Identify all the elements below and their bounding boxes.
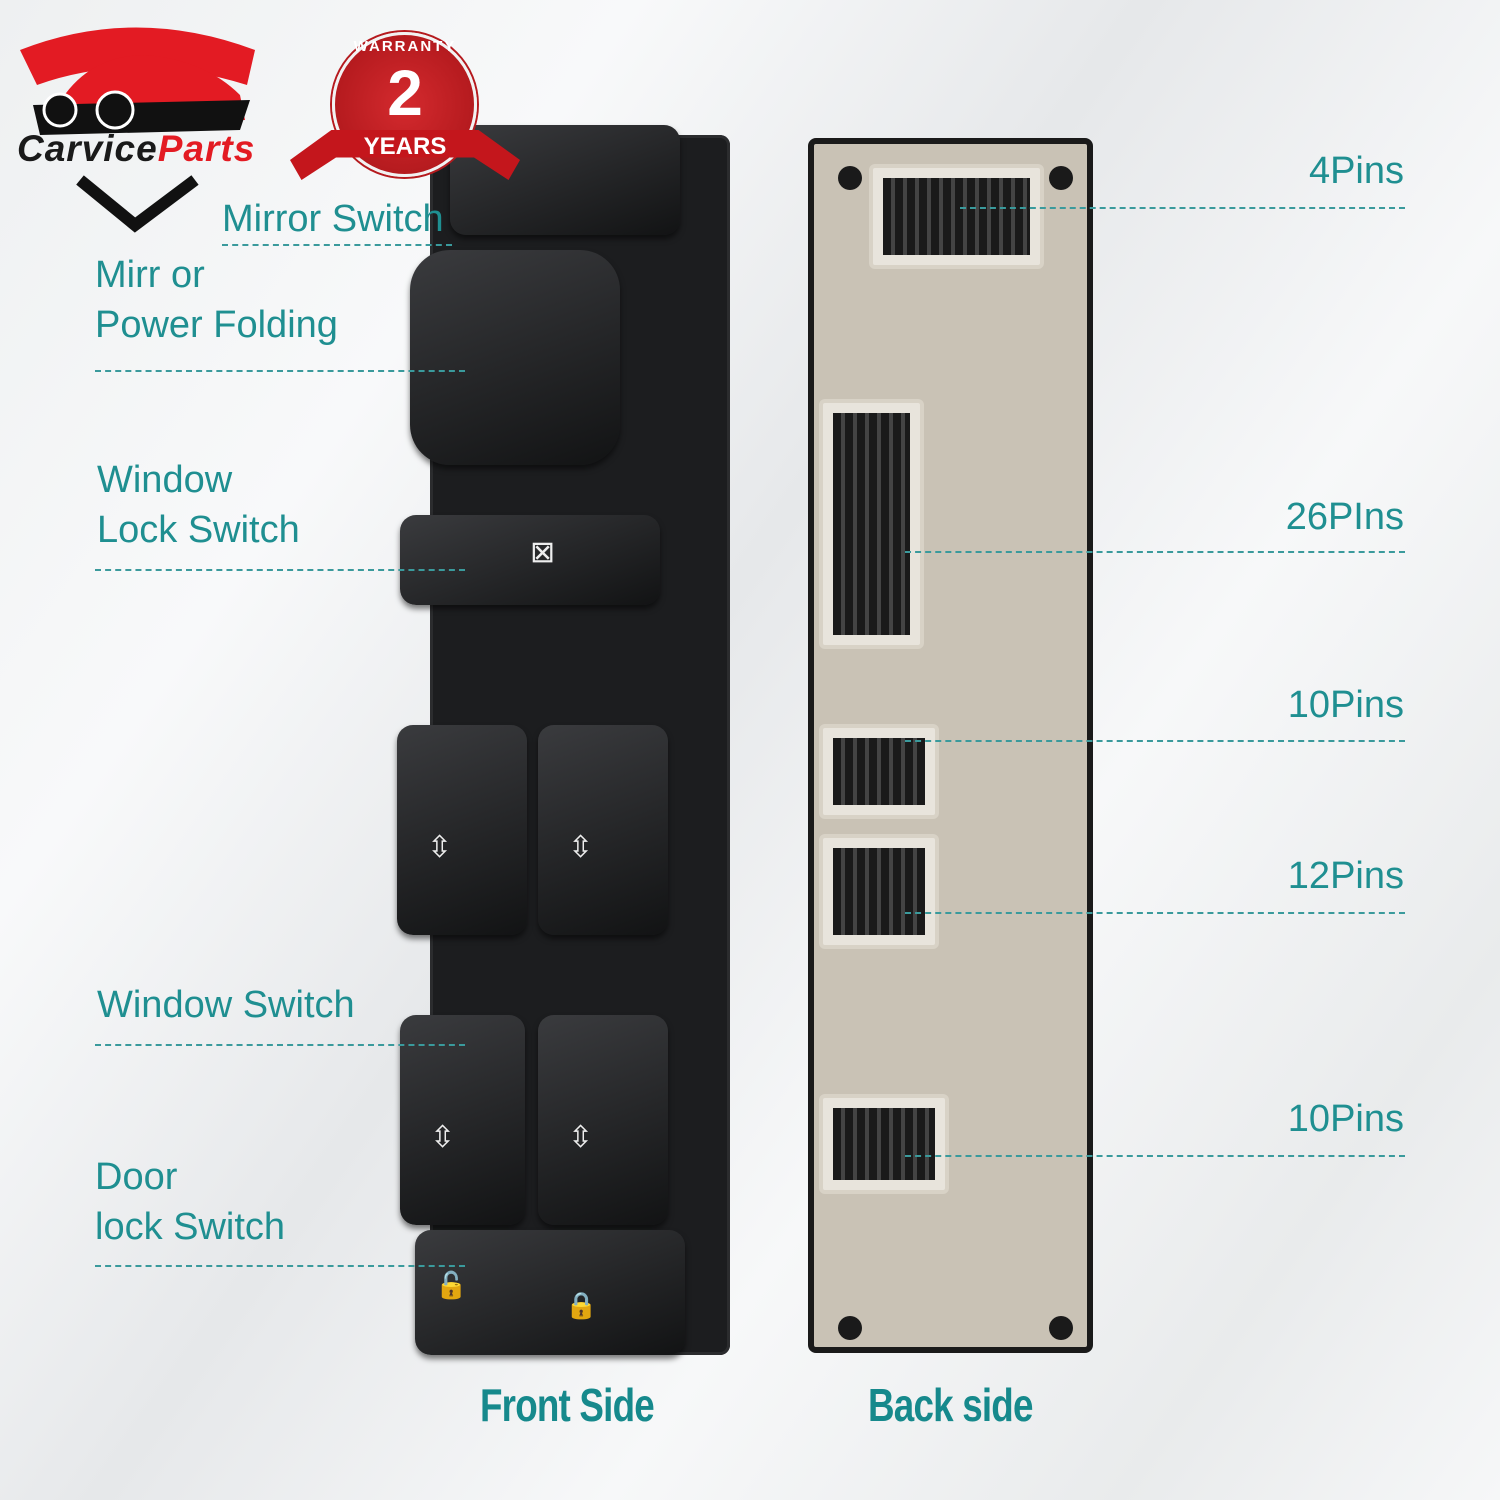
label-4pins: 4Pins	[1308, 150, 1404, 192]
brand-name-part2: Parts	[157, 128, 256, 169]
brand-name-part1: Carvice	[17, 128, 158, 169]
connector-10pin-lower	[819, 1094, 949, 1194]
window-lock-icon: ⊠	[530, 536, 556, 569]
warranty-years-number: 2	[387, 57, 423, 129]
label-window-switch: Window Switch	[97, 984, 355, 1026]
warranty-badge: WARRANTY 2 YEARS	[290, 30, 520, 195]
warranty-years-label: YEARS	[363, 133, 447, 160]
label-window-lock-switch: Window Lock Switch	[97, 459, 300, 551]
window-switch-button: ⇳	[538, 1015, 668, 1225]
connector-4pin	[869, 164, 1044, 269]
lock-icon: 🔒	[565, 1290, 598, 1320]
front-side-image: ⊠ ⇳ ⇳ ⇳ ⇳ 🔓 🔒	[397, 125, 730, 1355]
window-switch-button: ⇳	[538, 725, 668, 935]
label-10pins: 10Pins	[1287, 684, 1404, 726]
window-lock-switch: ⊠	[400, 515, 660, 605]
connector-12pin	[819, 834, 939, 949]
door-lock-switch: 🔓 🔒	[415, 1230, 685, 1355]
window-icon: ⇳	[430, 1121, 456, 1154]
window-icon: ⇳	[427, 831, 453, 864]
mirror-power-folding-knob	[410, 250, 620, 465]
unlock-icon: 🔓	[435, 1270, 468, 1300]
window-switch-button: ⇳	[397, 725, 527, 935]
window-icon: ⇳	[568, 831, 594, 864]
back-side-image	[808, 138, 1093, 1353]
window-icon: ⇳	[568, 1121, 594, 1154]
car-shield-icon	[20, 27, 255, 233]
caption-back-side: Back side	[868, 1379, 1033, 1431]
window-switch-button: ⇳	[400, 1015, 525, 1225]
label-mirror-power-folding: Mirr or Power Folding	[95, 254, 338, 346]
label-door-lock-switch: Door lock Switch	[95, 1156, 286, 1248]
label-10pins-lower: 10Pins	[1287, 1098, 1404, 1140]
connector-10pin	[819, 724, 939, 819]
warranty-text: WARRANTY	[353, 38, 457, 55]
label-mirror-switch: Mirror Switch	[222, 198, 444, 240]
connector-26pin	[819, 399, 924, 649]
caption-front-side: Front Side	[480, 1379, 655, 1431]
label-12pins: 12Pins	[1287, 855, 1404, 897]
carviceparts-logo: CarviceParts	[15, 10, 285, 240]
label-26pins: 26PIns	[1285, 496, 1404, 538]
